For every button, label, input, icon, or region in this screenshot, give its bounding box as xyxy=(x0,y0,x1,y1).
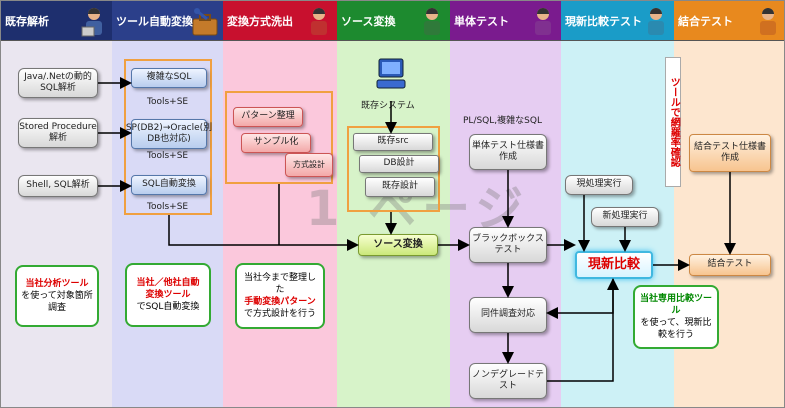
lane-title: ソース変換 xyxy=(341,14,396,28)
tools-icon xyxy=(192,8,218,36)
lane-title: ツール自動変換 xyxy=(116,14,193,28)
person-icon xyxy=(81,8,102,37)
pattern-organize-box: パターン整理 xyxy=(233,107,303,127)
source-convert-box: ソース変換 xyxy=(358,234,438,256)
stored-procedure-analysis: Stored Procedure解析 xyxy=(18,118,98,148)
existing-design-box: 既存設計 xyxy=(365,177,435,197)
person-icon xyxy=(424,8,440,35)
computer-icon xyxy=(376,58,406,89)
person-icon xyxy=(535,8,551,35)
note-highlight: 当社分析ツール xyxy=(25,278,89,289)
lane-tool-conversion: ツール自動変換 xyxy=(112,1,223,407)
note-text: を使って対象箇所調査 xyxy=(21,290,93,314)
lane-title: 結合テスト xyxy=(678,14,733,28)
tools-se-label: Tools+SE xyxy=(147,202,189,212)
person-icon xyxy=(311,8,327,35)
blackbox-test-box: ブラックボックステスト xyxy=(469,227,547,263)
person-icon xyxy=(648,8,664,35)
plsql-label: PL/SQL,複雑なSQL xyxy=(463,116,542,126)
new-process-run-box: 新処理実行 xyxy=(591,207,659,227)
sample-box: サンプル化 xyxy=(241,133,311,153)
lane-existing-analysis: 既存解析 xyxy=(1,1,112,407)
nondegrade-test-box: ノンデグレードテスト xyxy=(469,363,547,399)
lane-title: 既存解析 xyxy=(5,14,49,28)
sql-auto-convert-box: SQL自動変換 xyxy=(131,175,207,195)
current-process-run-box: 現処理実行 xyxy=(565,175,633,195)
integration-test-box: 結合テスト xyxy=(689,254,771,276)
method-note: 当社今まで整理した手動変換パターンで方式設計を行う xyxy=(235,263,325,329)
integration-spec-box: 結合テスト仕様書作成 xyxy=(689,134,771,172)
tool-note: 当社／他社自動変換ツールでSQL自動変換 xyxy=(125,263,211,327)
tools-se-label: Tools+SE xyxy=(147,97,189,107)
person-icon xyxy=(760,8,776,35)
existing-src-box: 既存src xyxy=(353,133,433,151)
method-design-box: 方式設計 xyxy=(285,153,333,177)
compare-note: 当社専用比較ツールを使って、現新比較を行う xyxy=(633,285,719,349)
lane-title: 変換方式洗出 xyxy=(227,14,293,28)
method-group-frame xyxy=(225,91,333,184)
complex-sql-box: 複雑なSQL xyxy=(131,68,207,88)
unit-spec-box: 単体テスト仕様書作成 xyxy=(469,134,547,170)
tools-se-label: Tools+SE xyxy=(147,151,189,161)
same-issue-check-box: 同件調査対応 xyxy=(469,297,547,333)
java-dotnet-sql-analysis: Java/.Netの動的SQL解析 xyxy=(18,68,98,98)
lane-title: 現新比較テスト xyxy=(565,14,642,28)
analysis-note: 当社分析ツールを使って対象箇所調査 xyxy=(15,265,99,327)
shell-sql-analysis: Shell, SQL解析 xyxy=(18,175,98,197)
sp-db2-oracle-box: SP(DB2)→Oracle(別DB也対応) xyxy=(126,119,212,149)
coverage-tool-vertical: ツールで網羅率確認 xyxy=(665,57,681,187)
current-new-compare-box: 現新比較 xyxy=(575,251,653,279)
existing-system-label: 既存システム xyxy=(361,101,415,111)
lane-title: 単体テスト xyxy=(454,14,509,28)
db-design-box: DB設計 xyxy=(359,155,439,173)
